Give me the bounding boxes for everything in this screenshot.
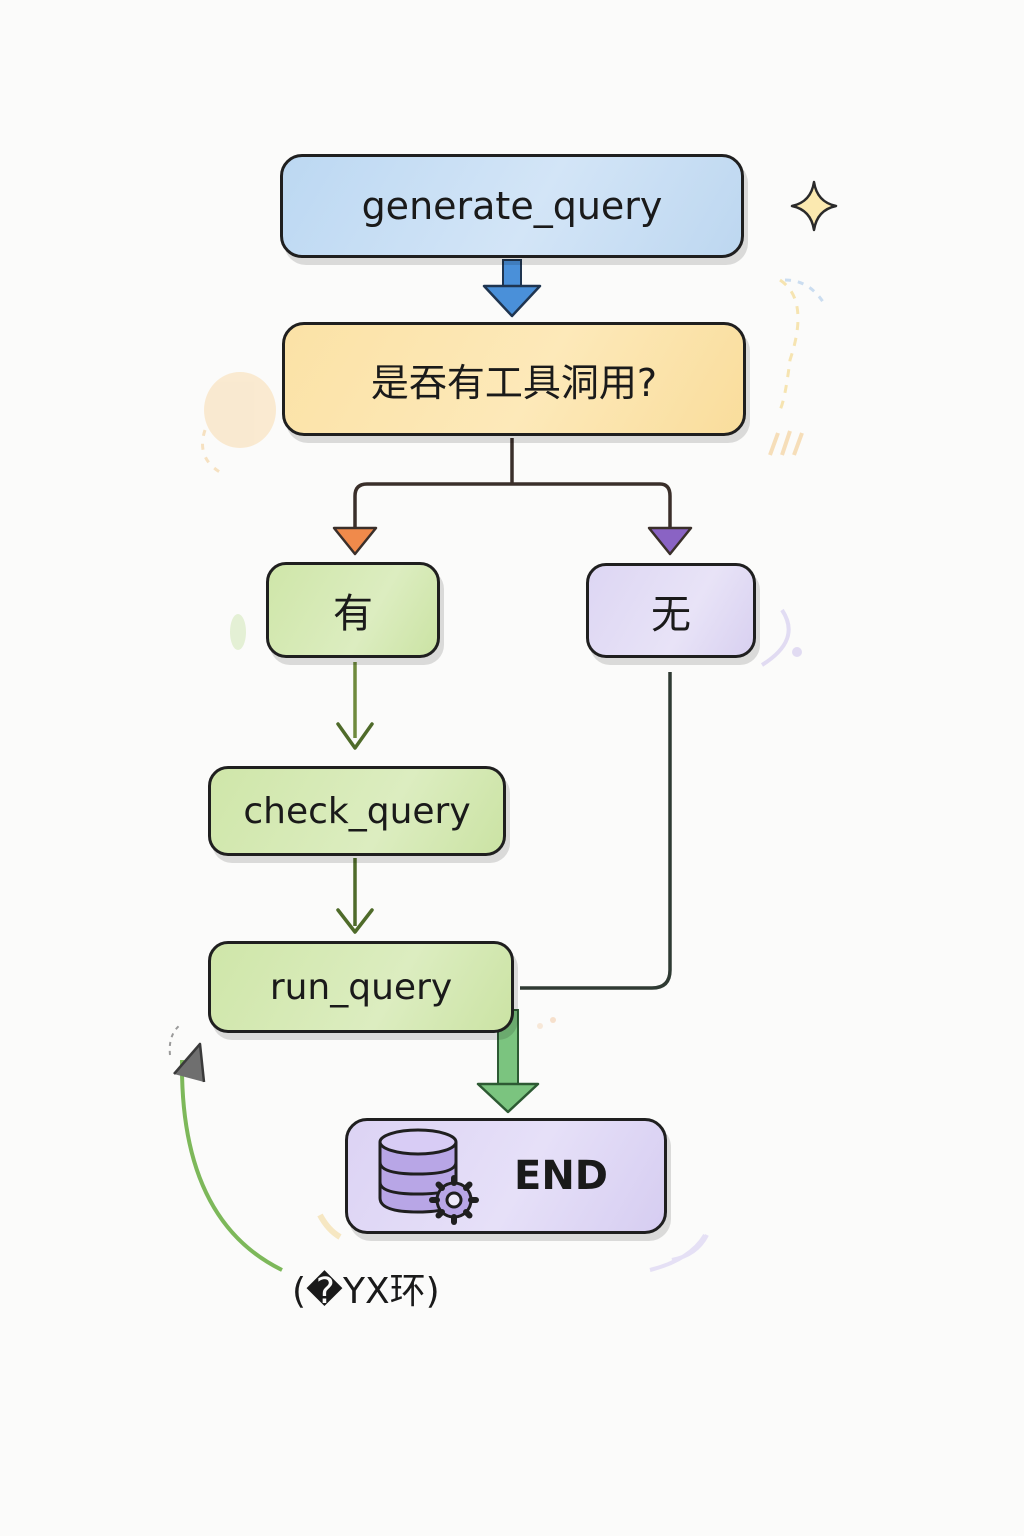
splash-orange-strokes: [768, 430, 804, 456]
arrowhead-yes: [332, 526, 378, 556]
arrowhead-no: [647, 526, 693, 556]
node-yes[interactable]: 有: [266, 562, 440, 658]
node-yes-label: 有: [333, 591, 373, 637]
splash-lilac-bottom: [649, 1233, 709, 1272]
decorative-splashes: [201, 278, 827, 1272]
splash-green-left: [230, 614, 246, 650]
splash-swirl-left: [201, 429, 226, 477]
node-run-query[interactable]: run_query: [208, 941, 514, 1033]
arrow-check-to-run: [336, 858, 374, 934]
arrow-generate-to-decision: [482, 259, 542, 318]
splash-lilac-dot: [792, 647, 802, 657]
loop-arrow: [168, 1024, 283, 1272]
node-decision-tool-call[interactable]: 是吞有工具洞用?: [282, 322, 746, 436]
splash-dot-1: [550, 1017, 556, 1023]
splash-dot-2: [537, 1023, 543, 1029]
node-no[interactable]: 无: [586, 563, 756, 658]
sparkle-icon: [790, 180, 838, 232]
connector-no-to-run: [520, 672, 672, 990]
splash-blue-right: [784, 278, 827, 306]
splash-dash-right: [778, 278, 800, 411]
node-check-query[interactable]: check_query: [208, 766, 506, 856]
splash-orange: [204, 372, 276, 448]
splash-yellow-bottom: [317, 1213, 342, 1240]
splash-lilac-right: [760, 608, 791, 667]
node-check-query-label: check_query: [243, 790, 471, 832]
branch-connector: [353, 438, 672, 530]
database-gear-icon: [378, 1128, 479, 1225]
node-no-label: 无: [651, 591, 691, 638]
node-generate-query-label: generate_query: [361, 184, 663, 228]
loop-label: (�YX环): [292, 1271, 440, 1312]
node-end-label: END: [514, 1153, 609, 1199]
node-decision-label: 是吞有工具洞用?: [370, 360, 658, 405]
node-end[interactable]: END: [345, 1118, 667, 1234]
arrow-yes-to-check: [336, 662, 374, 750]
node-run-query-label: run_query: [269, 966, 453, 1008]
node-generate-query[interactable]: generate_query: [280, 154, 744, 258]
